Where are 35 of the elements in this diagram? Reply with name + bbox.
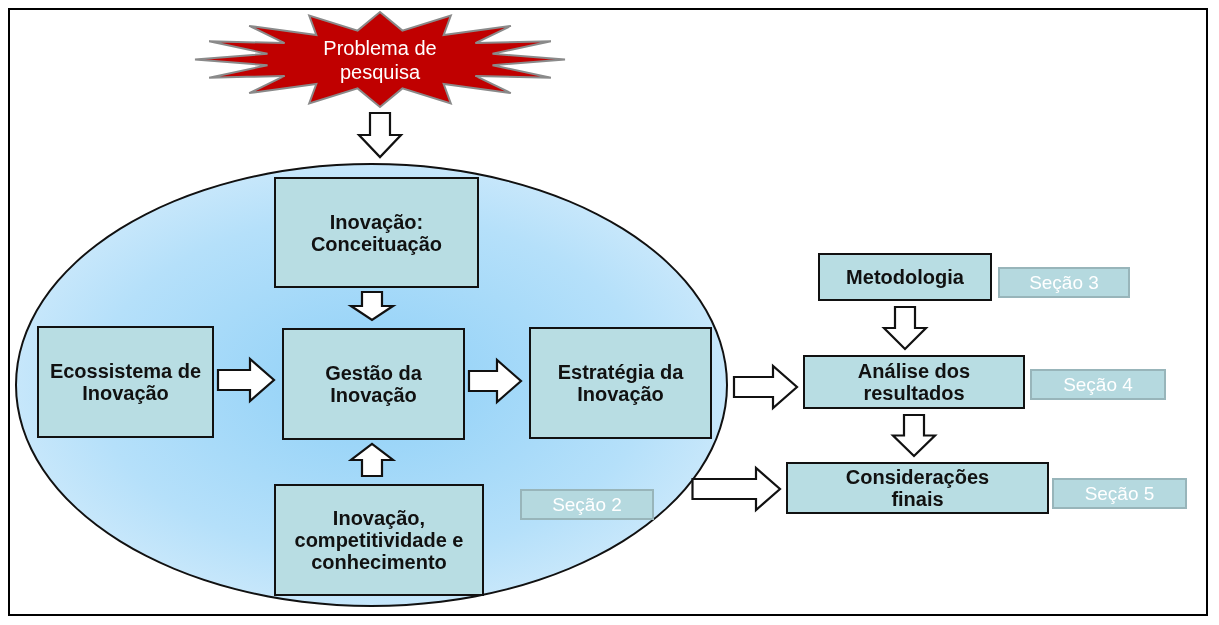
block-arrow (356, 111, 404, 159)
section-tag (520, 489, 654, 520)
section-tag (1030, 369, 1166, 400)
box-label: Análise dos resultados (856, 360, 972, 404)
topic-box (37, 326, 214, 438)
box-label: Ecossistema de Inovação (48, 360, 203, 404)
block-arrow (467, 357, 523, 405)
box-label: Metodologia (846, 266, 964, 288)
starburst-shape (195, 12, 565, 107)
block-arrow (347, 442, 397, 478)
box-label: Inovação, competitividade e conhecimento (294, 507, 464, 573)
topic-box (274, 177, 479, 288)
section-label: Seção 4 (1063, 373, 1133, 396)
topic-box (803, 355, 1025, 409)
box-label: Estratégia da Inovação (556, 361, 685, 405)
box-label: Considerações finais (844, 466, 991, 510)
box-label: Inovação: Conceituação (309, 210, 444, 255)
block-arrow (732, 363, 799, 411)
block-arrow (216, 356, 276, 404)
topic-box (274, 484, 484, 596)
section-label: Seção 2 (552, 493, 622, 516)
section-tag (1052, 478, 1187, 509)
box-label: Gestão da Inovação (324, 362, 423, 406)
block-arrow (881, 305, 929, 351)
section-label: Seção 5 (1084, 482, 1155, 505)
topic-box (786, 462, 1049, 514)
section-label: Seção 3 (1029, 271, 1099, 294)
topic-box (282, 328, 465, 440)
block-arrow (890, 413, 938, 458)
burst-label: Problema de pesquisa (322, 35, 438, 84)
block-arrow (347, 290, 397, 322)
block-arrow (691, 465, 782, 513)
topic-box (818, 253, 992, 301)
section-tag (998, 267, 1130, 298)
topic-box (529, 327, 712, 439)
